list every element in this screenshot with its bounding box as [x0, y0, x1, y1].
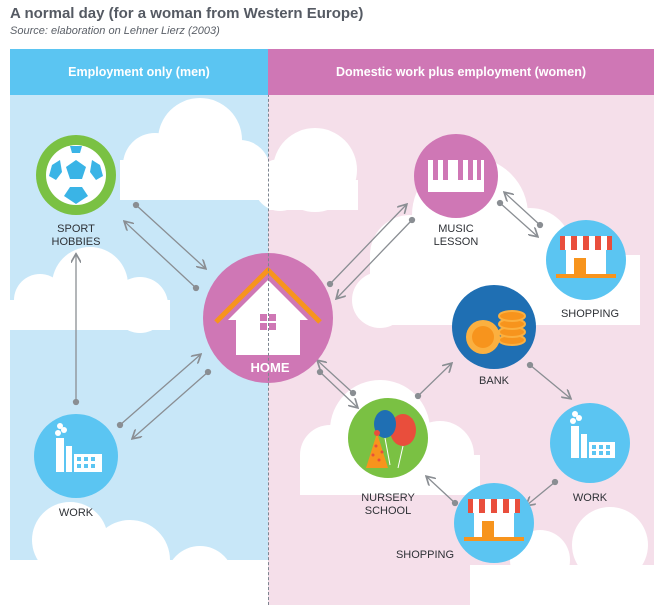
arrows [74, 193, 571, 506]
work-right-label: WORK [572, 492, 608, 504]
shopping-bottom-label: SHOPPING [395, 549, 455, 561]
shopping-bottom-node [454, 483, 534, 563]
sport-node [36, 135, 116, 215]
home-label: HOME [250, 360, 290, 375]
nursery-node [348, 398, 428, 478]
bank-label: BANK [479, 375, 509, 387]
left-panel-title: Employment only (men) [10, 49, 268, 95]
work-left-node [34, 414, 118, 498]
piano-keys-icon [428, 160, 484, 192]
music-node [414, 134, 498, 218]
clouds [10, 98, 654, 611]
shopping-top-node [546, 220, 626, 300]
bank-node [452, 285, 536, 369]
work-left-label: WORK [58, 507, 94, 519]
work-right-node [550, 403, 630, 483]
panel-divider [268, 49, 269, 605]
source-note: Source: elaboration on Lehner Lierz (200… [10, 25, 220, 37]
shop-icon [556, 236, 616, 278]
party-hat-balloons-icon [366, 410, 416, 469]
right-panel-title: Domestic work plus employment (women) [268, 49, 654, 95]
page-title: A normal day (for a woman from Western E… [10, 5, 364, 22]
shopping-top-label: SHOPPING [560, 308, 620, 320]
coins-icon [466, 310, 526, 354]
shop-icon [464, 499, 524, 541]
